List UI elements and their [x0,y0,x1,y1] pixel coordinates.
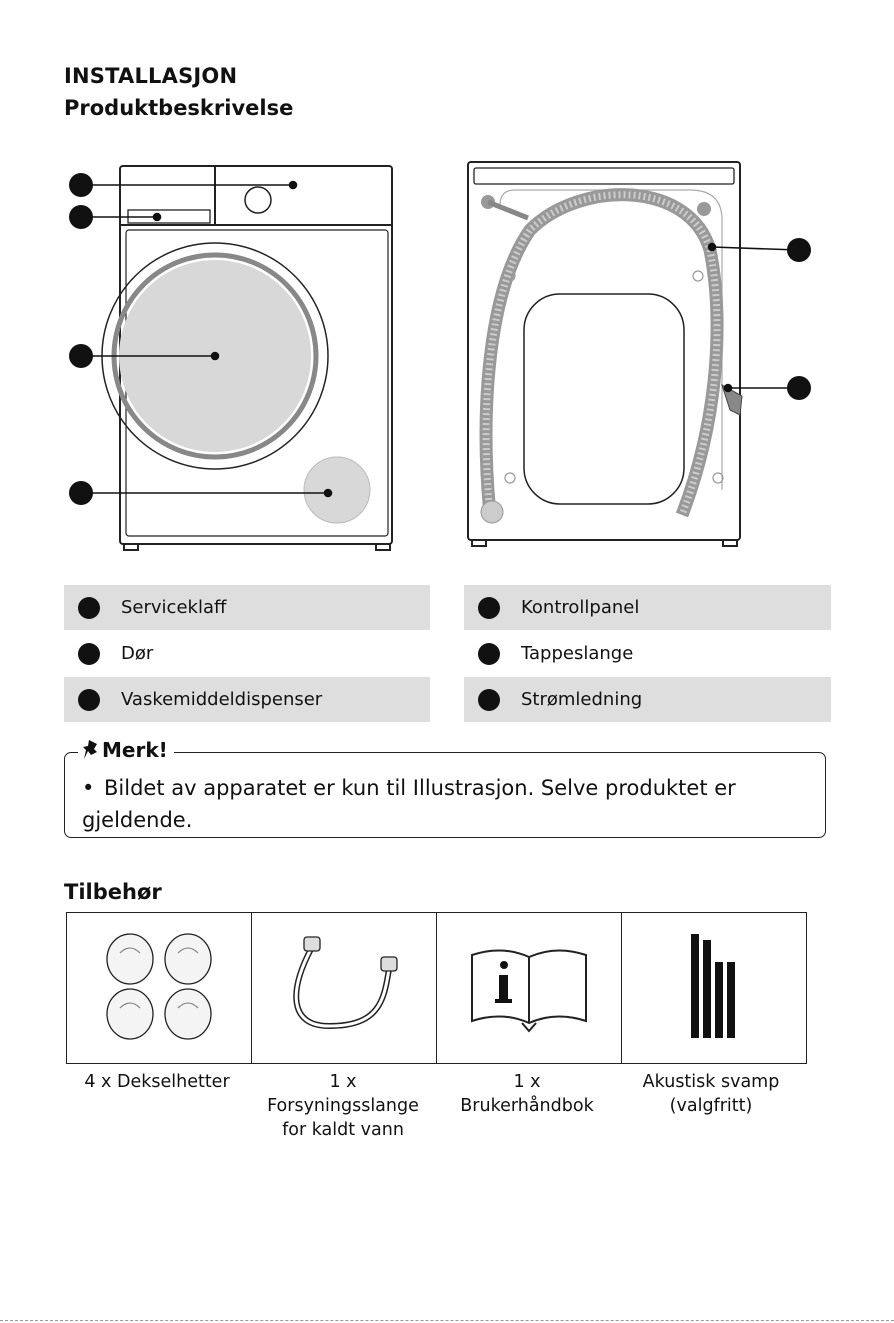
legend-item-drain-hose: Tappeslange [464,631,831,676]
callout-marker [787,238,811,262]
note-text: •Bildet av apparatet er kun til Illustra… [82,772,802,836]
accessory-caption-hose: 1 x Forsyningsslange for kaldt vann [250,1070,436,1142]
callout-marker [78,688,100,711]
callout-marker [69,481,93,505]
callout-marker [78,596,100,619]
note-title: Merk! [78,738,174,762]
legend-item-door: Dør [64,631,430,676]
accessory-caption-caps: 4 x Dekselhetter [64,1070,250,1094]
legend-label: Vaskemiddeldispenser [121,689,323,710]
hose-icon [293,936,398,1030]
washer-front-illustration [69,165,393,551]
caption-line: (valgfritt) [669,1096,753,1116]
callout-marker [478,596,500,619]
caption-line: for kaldt vann [282,1120,404,1140]
cap-icon [106,933,212,1040]
callout-marker [69,205,93,229]
legend-label: Serviceklaff [121,597,227,618]
legend-label: Kontrollpanel [521,597,640,618]
accessory-caption-manual: 1 x Brukerhåndbok [434,1070,620,1118]
legend-item-detergent-dispenser: Vaskemiddeldispenser [64,677,430,722]
caption-line: 1 x [513,1072,541,1092]
page-cut-line [0,1320,894,1321]
accessory-cell [621,912,807,1064]
caption-line: 4 x Dekselhetter [84,1072,230,1092]
legend-label: Dør [121,643,154,664]
legend-label: Tappeslange [521,643,634,664]
accessory-cell [66,912,252,1064]
section-title: INSTALLASJON [64,64,238,88]
callout-marker [69,173,93,197]
sponge-icon [691,934,735,1038]
legend-item-service-flap: Serviceklaff [64,585,430,630]
callout-marker [69,344,93,368]
note-title-text: Merk! [102,738,168,762]
legend-label: Strømledning [521,689,643,710]
washer-back-illustration [467,161,811,547]
page-subtitle: Produktbeskrivelse [64,96,294,120]
accessories-table [66,912,807,1064]
callout-marker [478,688,500,711]
accessory-caption-sponge: Akustisk svamp (valgfritt) [618,1070,804,1118]
accessory-cell [251,912,437,1064]
note-box [64,752,826,838]
pushpin-icon [83,740,97,759]
caption-line: Brukerhåndbok [460,1096,594,1116]
caption-line: Akustisk svamp [642,1072,780,1092]
manual-icon [471,949,587,1033]
legend-item-control-panel: Kontrollpanel [464,585,831,630]
caption-line: 1 x [329,1072,357,1092]
accessories-title: Tilbehør [64,880,162,904]
callout-marker [478,642,500,665]
callout-marker [787,376,811,400]
note-body: Bildet av apparatet er kun til Illustras… [82,776,736,832]
bullet-marker: • [82,776,95,800]
legend-item-power-cord: Strømledning [464,677,831,722]
callout-marker [78,642,100,665]
accessory-cell [436,912,622,1064]
caption-line: Forsyningsslange [267,1096,419,1116]
